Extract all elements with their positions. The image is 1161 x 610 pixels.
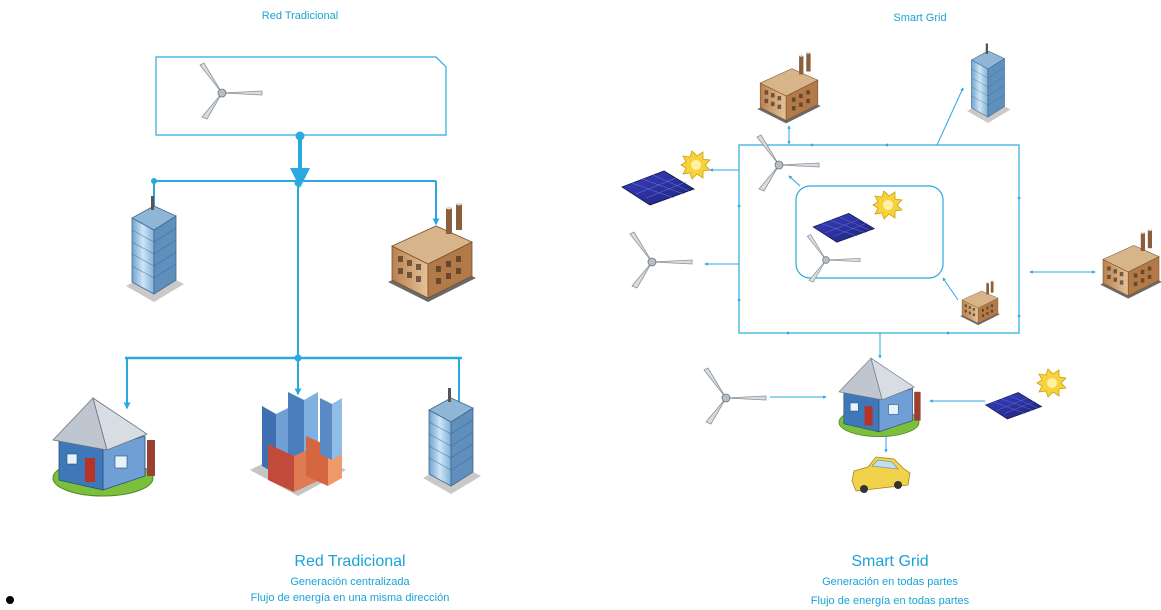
- left-bottom-title: Red Tradicional: [294, 553, 406, 570]
- wind-turbine-icon: [806, 234, 861, 283]
- solar-panel-icon: [812, 213, 875, 243]
- right-bottom-line1: Generación en todas partes: [822, 576, 958, 588]
- sun-icon: [872, 190, 903, 220]
- right-bottom-line2: Flujo de energía en todas partes: [810, 595, 970, 607]
- factory-icon: [959, 280, 1001, 326]
- right-bottom-title: Smart Grid: [851, 553, 929, 570]
- smart-grid: [621, 43, 1161, 494]
- city-icon: [250, 392, 346, 496]
- wind-turbine-icon: [703, 367, 767, 425]
- factory-icon: [387, 202, 477, 303]
- office-building-icon: [966, 43, 1011, 124]
- wind-turbine-icon: [199, 62, 263, 120]
- wind-turbine-icon: [756, 134, 820, 192]
- factory-icon: [1099, 228, 1161, 299]
- bullet-dot: [6, 596, 14, 604]
- central-generation-box: [155, 56, 447, 136]
- right-top-title: Smart Grid: [893, 12, 947, 24]
- solar-panel-icon: [621, 170, 695, 206]
- solar-panel-icon: [985, 392, 1042, 420]
- house-icon: [52, 397, 156, 497]
- sun-icon: [1036, 368, 1067, 398]
- left-top-title: Red Tradicional: [261, 10, 339, 22]
- microgrid-box: [795, 185, 944, 279]
- electric-car-icon: [851, 456, 911, 494]
- left-bottom-line1: Generación centralizada: [290, 576, 410, 588]
- traditional-grid: [52, 56, 482, 497]
- factory-icon: [756, 51, 822, 124]
- sun-icon: [680, 150, 711, 180]
- left-bottom-line2: Flujo de energía en una misma dirección: [250, 592, 450, 604]
- grid-loop: [738, 144, 1020, 334]
- house-icon: [838, 357, 921, 438]
- wind-turbine-icon: [629, 231, 693, 289]
- office-building-icon: [422, 387, 482, 495]
- office-building-icon: [125, 195, 185, 303]
